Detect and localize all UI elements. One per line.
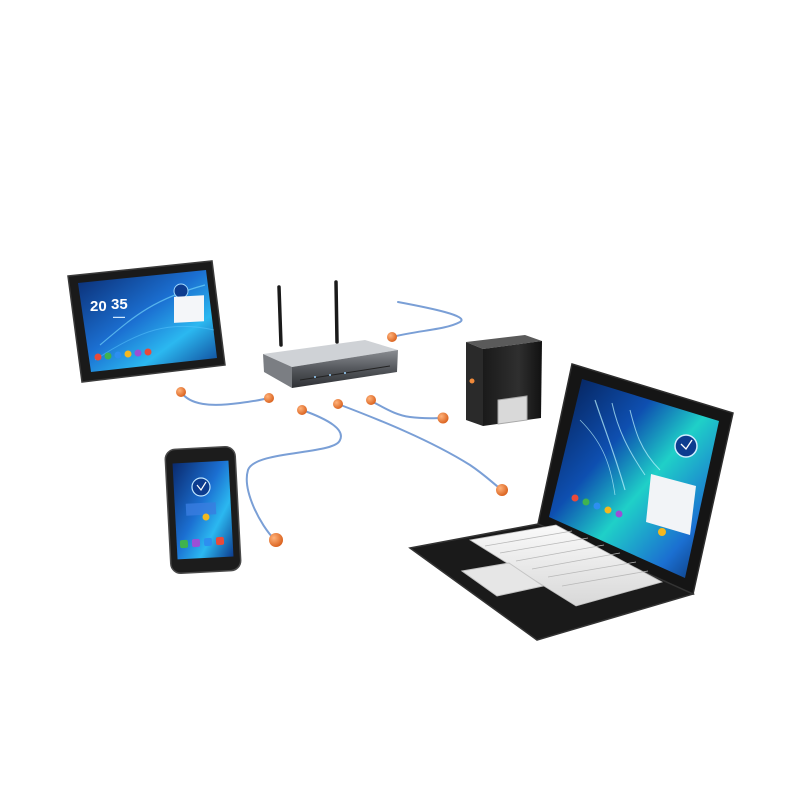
laptop-screen-glow: [579, 399, 661, 496]
storage-power-light: [469, 378, 475, 384]
plug-end: [387, 332, 397, 342]
plug-end: [297, 405, 307, 415]
router-antenna-left: [277, 285, 283, 347]
plug-end: [176, 387, 186, 397]
laptop-message-widget: [646, 474, 696, 535]
laptop-keyboard-rows: [484, 530, 649, 587]
wifi-router: [263, 280, 398, 388]
network-cables: [180, 301, 503, 541]
cable-tablet: [180, 391, 269, 406]
router-side: [292, 350, 398, 388]
tablet-date-text: ▬▬▬: [113, 314, 125, 319]
storage-top: [466, 335, 542, 349]
tablet-dock-icons: [94, 348, 152, 361]
tablet-clock-minute: 35: [111, 296, 128, 313]
tablet-message-widget: [174, 295, 204, 323]
tablet-device: 20 35 ▬▬▬: [67, 260, 226, 383]
plug-end: [333, 399, 343, 409]
tablet-clock-hour: 20: [90, 298, 107, 315]
laptop-clock-widget: [674, 434, 698, 458]
network-storage-device: [466, 335, 542, 426]
plug-end: [437, 412, 449, 424]
phone-message-widget: [185, 502, 217, 516]
phone-clock-widget: [191, 477, 211, 497]
laptop-device: [408, 363, 734, 641]
storage-front: [466, 342, 483, 426]
cable-storage: [370, 400, 444, 420]
cable-phone: [245, 409, 342, 541]
router-top: [263, 340, 398, 367]
phone-dock-icons: [179, 536, 225, 549]
cable-laptop: [337, 403, 503, 491]
router-antenna-right: [334, 280, 339, 344]
router-front: [263, 354, 292, 388]
storage-stand: [497, 395, 528, 425]
plug-end: [366, 395, 376, 405]
plug-end: [496, 484, 508, 496]
cable-router-storage: [391, 301, 463, 338]
plug-end: [269, 533, 283, 547]
laptop-dock-icons: [571, 494, 666, 536]
plug-end: [264, 393, 274, 403]
tablet-clock-widget: [173, 283, 189, 299]
smartphone-device: [164, 446, 242, 574]
router-status-lights: [314, 372, 346, 378]
laptop-touchpad: [460, 562, 545, 597]
cable-plugs: [176, 332, 508, 547]
